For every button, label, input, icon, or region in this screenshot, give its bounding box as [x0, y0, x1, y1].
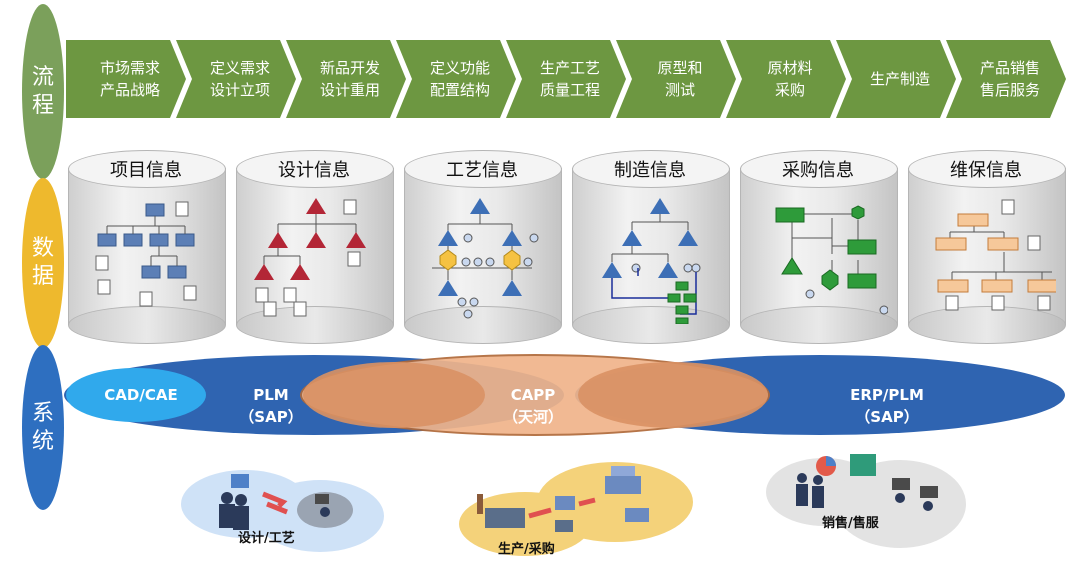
data-cylinder-process: 工艺信息 [404, 150, 562, 344]
manufacturing-flow-icon [602, 198, 701, 324]
data-cylinder-purchasing: 采购信息 [740, 150, 898, 344]
design-scene-illustration [181, 470, 384, 552]
data-cylinder-design: 设计信息 [236, 150, 394, 344]
flow-step: 产品销售 售后服务 [946, 40, 1066, 118]
erp-plm-label: ERP/PLM （SAP） [850, 386, 924, 426]
cadcae-label: CAD/CAE [104, 386, 178, 404]
plm-label: PLM （SAP） [239, 386, 303, 426]
flow-step: 定义功能 配置结构 [396, 40, 516, 118]
process-side-label: 流程 [22, 4, 64, 179]
flow-step: 市场需求 产品战略 [66, 40, 186, 118]
process-tree-icon [432, 198, 539, 319]
maintenance-tree-icon [935, 199, 1056, 311]
cylinder-label: 维保信息 [950, 160, 1022, 181]
data-cylinder-manufacturing: 制造信息 [572, 150, 730, 344]
sales-scene-label: 销售/售服 [822, 516, 879, 531]
capp-label: CAPP （天河） [502, 386, 563, 426]
design-scene-label: 设计/工艺 [238, 531, 295, 546]
capp-overlap-left [303, 362, 485, 428]
flow-step: 原型和 测试 [616, 40, 736, 118]
triangle-tree-icon [254, 198, 366, 317]
flow-step: 定义需求 设计立项 [176, 40, 296, 118]
cylinder-label: 制造信息 [614, 160, 686, 181]
flow-step: 生产工艺 质量工程 [506, 40, 626, 118]
data-side-label: 数据 [22, 178, 64, 348]
cylinder-label: 工艺信息 [446, 160, 518, 181]
flow-step: 原材料 采购 [726, 40, 846, 118]
cylinder-label: 设计信息 [278, 160, 350, 181]
cylinder-label: 项目信息 [110, 160, 182, 181]
production-scene-label: 生产/采购 [498, 542, 555, 557]
flow-step: 新品开发 设计重用 [286, 40, 406, 118]
production-scene-illustration [459, 462, 693, 556]
cadcae-system-ellipse [66, 368, 206, 422]
system-side-label: 系统 [22, 345, 64, 510]
cylinder-label: 采购信息 [782, 160, 854, 181]
flow-step: 生产制造 [836, 40, 956, 118]
purchasing-flow-icon [775, 205, 888, 315]
data-cylinder-maintenance: 维保信息 [908, 150, 1066, 344]
sales-scene-illustration [766, 454, 966, 548]
process-flow: 市场需求 产品战略 定义需求 设计立项 新品开发 设计重用 定义功能 配置结构 … [66, 40, 1066, 118]
folder-tree-icon [95, 201, 197, 307]
capp-overlap-right [578, 362, 768, 428]
data-cylinder-project: 项目信息 [68, 150, 226, 344]
